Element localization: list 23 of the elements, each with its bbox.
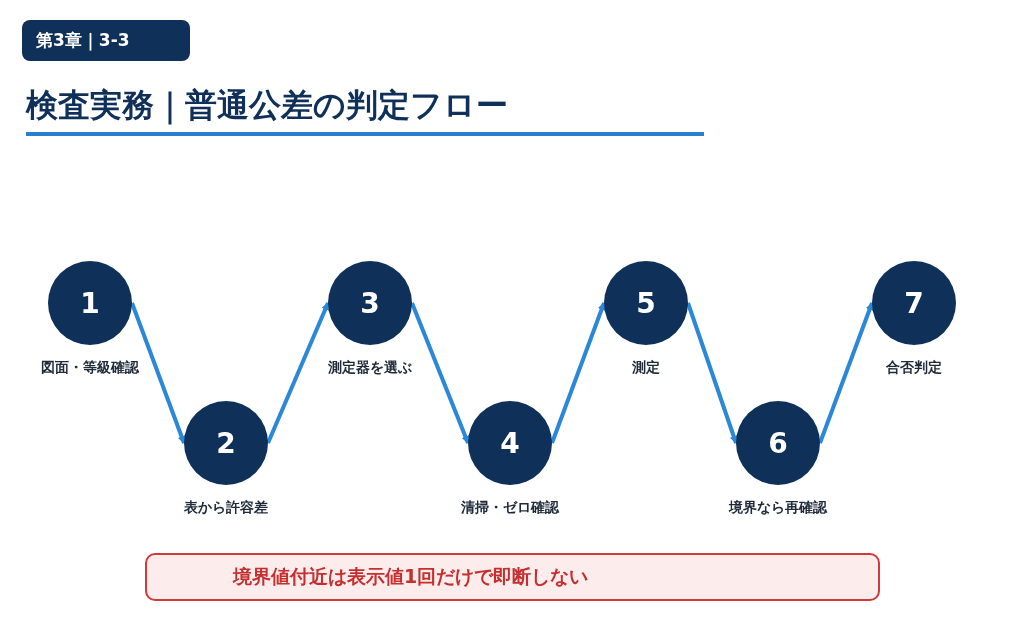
step-circle: 5: [604, 261, 688, 345]
step-circle: 6: [736, 401, 820, 485]
step-caption: 測定: [631, 359, 661, 377]
step-circle: 3: [328, 261, 412, 345]
arrow: [686, 302, 738, 444]
step-circle: 1: [48, 261, 132, 345]
step-caption: 境界なら再確認: [727, 499, 828, 517]
arrow: [266, 302, 330, 444]
step-circle: 7: [872, 261, 956, 345]
arrow: [818, 302, 874, 444]
step-caption: 測定器を選ぶ: [327, 359, 413, 377]
page-title: 検査実務｜普通公差の判定フロー: [26, 84, 704, 136]
arrow: [550, 302, 606, 444]
arrow: [410, 302, 470, 444]
step-caption: 表から許容差: [183, 499, 269, 517]
chapter-badge: 第3章｜3-3: [22, 20, 190, 61]
arrow: [130, 302, 186, 444]
step-caption: 図面・等級確認: [40, 359, 140, 377]
step-caption: 清掃・ゼロ確認: [460, 499, 560, 517]
step-circle: 4: [468, 401, 552, 485]
step-caption: 合否判定: [885, 359, 943, 377]
warning-note: 境界値付近は表示値1回だけで即断しない: [145, 553, 880, 601]
step-circle: 2: [184, 401, 268, 485]
